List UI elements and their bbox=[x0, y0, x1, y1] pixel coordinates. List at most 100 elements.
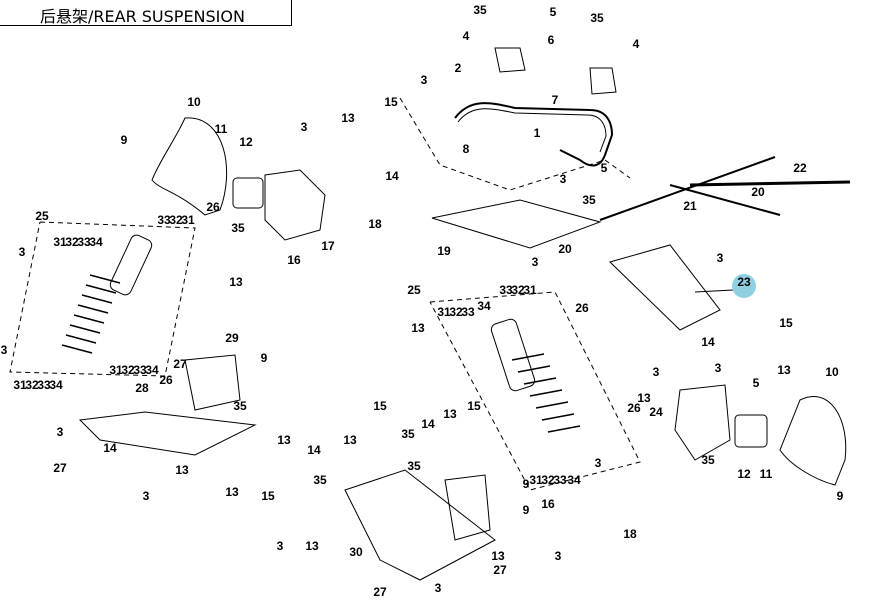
clamp-bracket-left bbox=[494, 47, 526, 73]
knuckle-right bbox=[674, 384, 731, 461]
callout-33: 33 bbox=[77, 235, 91, 249]
callout-14: 14 bbox=[421, 417, 435, 431]
stabilizer-bar bbox=[454, 102, 614, 167]
callout-13: 13 bbox=[341, 111, 355, 125]
callout-14: 14 bbox=[103, 441, 117, 455]
callout-31: 31 bbox=[181, 213, 195, 227]
callout-21: 21 bbox=[683, 199, 697, 213]
callout-35: 35 bbox=[590, 11, 604, 25]
title-box: 后悬架/REAR SUSPENSION bbox=[0, 0, 292, 26]
callout-15: 15 bbox=[384, 95, 398, 109]
callout-31: 31 bbox=[109, 363, 123, 377]
callout-9: 9 bbox=[121, 133, 128, 147]
callout-20: 20 bbox=[751, 185, 765, 199]
callout-9: 9 bbox=[261, 351, 268, 365]
wheel-bearing-left bbox=[232, 177, 264, 209]
callout-15: 15 bbox=[261, 489, 275, 503]
callout-31: 31 bbox=[13, 378, 27, 392]
bolt-22 bbox=[689, 180, 851, 187]
callout-14: 14 bbox=[385, 169, 399, 183]
callout-25: 25 bbox=[35, 209, 49, 223]
shock-body-left bbox=[109, 234, 153, 296]
callout-3: 3 bbox=[19, 245, 26, 259]
callout-26: 26 bbox=[575, 301, 589, 315]
callout-30: 30 bbox=[349, 545, 363, 559]
callout-31: 31 bbox=[523, 283, 537, 297]
callout-29: 29 bbox=[225, 331, 239, 345]
callout-3: 3 bbox=[1, 343, 8, 357]
callout-13: 13 bbox=[491, 549, 505, 563]
callout-33: 33 bbox=[499, 283, 513, 297]
callout-31: 31 bbox=[529, 473, 543, 487]
callout-13: 13 bbox=[225, 485, 239, 499]
callout-35: 35 bbox=[231, 221, 245, 235]
callout-35: 35 bbox=[407, 459, 421, 473]
callout-5: 5 bbox=[550, 5, 557, 19]
callout-26: 26 bbox=[627, 401, 641, 415]
assembly-outline-right-shock bbox=[429, 291, 641, 491]
callout-10: 10 bbox=[187, 95, 201, 109]
callout-9: 9 bbox=[523, 477, 530, 491]
callout-3: 3 bbox=[560, 172, 567, 186]
callout-19: 19 bbox=[437, 244, 451, 258]
callout-14: 14 bbox=[307, 443, 321, 457]
callout-24: 24 bbox=[649, 405, 663, 419]
callout-11: 11 bbox=[760, 467, 773, 481]
callout-13: 13 bbox=[777, 363, 791, 377]
callout-35: 35 bbox=[582, 193, 596, 207]
shock-body-right bbox=[490, 318, 536, 392]
bolt-21 bbox=[599, 156, 776, 221]
callout-3: 3 bbox=[555, 549, 562, 563]
callout-33: 33 bbox=[37, 378, 51, 392]
callout-18: 18 bbox=[623, 527, 637, 541]
callout-35: 35 bbox=[233, 399, 247, 413]
wheel-bearing-right bbox=[734, 414, 768, 448]
callout-16: 16 bbox=[287, 253, 301, 267]
callout-32: 32 bbox=[449, 305, 463, 319]
callout-7: 7 bbox=[552, 93, 559, 107]
lower-a-arm-center bbox=[344, 469, 496, 581]
page-title: 后悬架/REAR SUSPENSION bbox=[40, 7, 245, 26]
callout-33: 33 bbox=[461, 305, 475, 319]
assembly-outline-center bbox=[399, 97, 631, 191]
callout-35: 35 bbox=[401, 427, 415, 441]
callout-13: 13 bbox=[229, 275, 243, 289]
upper-a-arm bbox=[431, 199, 602, 249]
shock-spring-left bbox=[61, 274, 121, 354]
stabilizer-bar-inner bbox=[457, 108, 607, 153]
skid-plate-center bbox=[444, 474, 491, 541]
callout-6: 6 bbox=[548, 33, 555, 47]
callout-3: 3 bbox=[715, 361, 722, 375]
callout-13: 13 bbox=[305, 539, 319, 553]
clamp-bracket-right bbox=[589, 67, 617, 95]
callout-15: 15 bbox=[467, 399, 481, 413]
callout-13: 13 bbox=[637, 391, 651, 405]
callout-13: 13 bbox=[343, 433, 357, 447]
skid-plate-left bbox=[184, 354, 241, 411]
callout-27: 27 bbox=[493, 563, 507, 577]
callout-34: 34 bbox=[49, 378, 63, 392]
callout-27: 27 bbox=[373, 585, 387, 599]
callout-32: 32 bbox=[169, 213, 183, 227]
callout-27: 27 bbox=[53, 461, 67, 475]
callout-12: 12 bbox=[737, 467, 751, 481]
callout-12: 12 bbox=[239, 135, 253, 149]
callout-3: 3 bbox=[653, 365, 660, 379]
callout-35: 35 bbox=[701, 453, 715, 467]
callout-3: 3 bbox=[143, 489, 150, 503]
callout-26: 26 bbox=[159, 373, 173, 387]
callout-32: 32 bbox=[541, 473, 555, 487]
assembly-outline-left-shock bbox=[9, 221, 196, 377]
callout-33: 33 bbox=[553, 473, 567, 487]
callout-31: 31 bbox=[53, 235, 67, 249]
callout-5: 5 bbox=[753, 376, 760, 390]
brake-disc-right bbox=[779, 396, 847, 486]
highlight-marker-23 bbox=[732, 274, 756, 298]
knuckle-left bbox=[264, 169, 326, 241]
callout-5: 5 bbox=[601, 161, 608, 175]
callout-9: 9 bbox=[523, 503, 530, 517]
callout-23: 23 bbox=[737, 275, 751, 289]
callout-15: 15 bbox=[373, 399, 387, 413]
